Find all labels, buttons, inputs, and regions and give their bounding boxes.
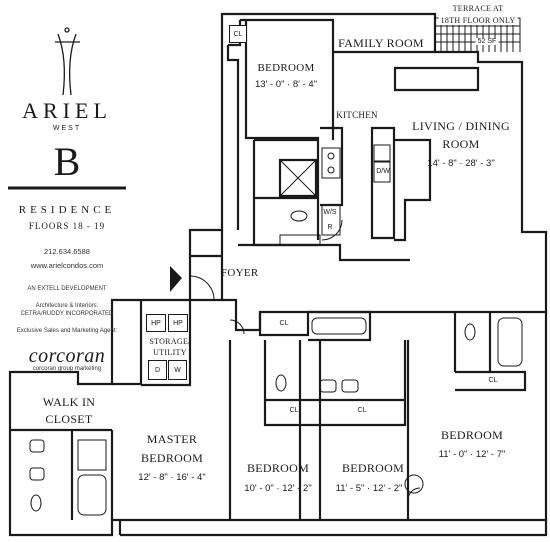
architects-name: CETRA/RUDDY INCORPORATED xyxy=(20,311,114,317)
family-room-name: FAMILY ROOM xyxy=(338,36,424,50)
developer-label: AN EXTELL DEVELOPMENT xyxy=(27,286,107,292)
bedroom-top-dims: 13' - 0" · 8' - 4" xyxy=(254,79,318,90)
storage-label: STORAGE/ xyxy=(149,337,191,346)
phone-number: 212.634.6588 xyxy=(44,247,90,256)
terrace-area: 52 SF xyxy=(475,38,499,45)
foyer-name: FOYER xyxy=(221,267,259,279)
bedroom-2-dims: 10' - 0" · 12' - 2" xyxy=(244,483,312,494)
walk-in-closet-name: WALK IN xyxy=(42,395,96,409)
utility-label: UTILITY xyxy=(153,348,187,357)
brand-name: ARIEL xyxy=(22,98,112,123)
floors-label: FLOORS 18 - 19 xyxy=(28,221,106,231)
master-bedroom-dims: 12' - 8" · 16' - 4" xyxy=(138,472,206,483)
sales-label: Exclusive Sales and Marketing Agent: xyxy=(16,328,118,334)
refrigerator-label: R xyxy=(327,224,333,231)
closet-label-bed4: CL xyxy=(488,377,498,384)
architects-label: Architecture & Interiors: xyxy=(35,303,99,309)
living-dining-name: LIVING / DINING xyxy=(412,119,510,133)
agent-subtitle: corcoran group marketing xyxy=(32,366,102,372)
bedroom-4-dims: 11' - 0" · 12' - 7" xyxy=(438,449,506,460)
unit-letter: B xyxy=(53,139,81,184)
bedroom-3-dims: 11' - 5" · 12' - 2" xyxy=(335,483,403,494)
washer-sink-label: W/S xyxy=(323,209,337,216)
closet-label-bed2: CL xyxy=(289,407,299,414)
living-dining-name-2: ROOM xyxy=(442,137,480,151)
terrace-floor-label: 18TH FLOOR ONLY xyxy=(438,16,518,25)
agent-logo: corcoran xyxy=(28,345,106,367)
closet-label-top: CL xyxy=(229,25,247,43)
master-bedroom-name: MASTER xyxy=(146,432,198,446)
dryer-label: D xyxy=(148,360,167,380)
walk-in-closet-name-2: CLOSET xyxy=(45,412,93,426)
washer-label: W xyxy=(168,360,187,380)
bedroom-top-name: BEDROOM xyxy=(257,62,315,74)
heat-pump-label-2: HP xyxy=(168,314,188,332)
website-link[interactable]: www.arielcondos.com xyxy=(30,261,104,270)
brand-subtitle: WEST xyxy=(52,125,82,132)
living-dining-dims: 14' - 8" · 28' - 3" xyxy=(427,158,495,169)
bedroom-3-name: BEDROOM xyxy=(341,461,405,475)
heat-pump-label-1: HP xyxy=(146,314,166,332)
kitchen-name: KITCHEN xyxy=(336,110,378,120)
bedroom-2-name: BEDROOM xyxy=(246,461,310,475)
terrace-label: TERRACE AT xyxy=(452,4,504,13)
closet-label-mid: CL xyxy=(279,320,289,327)
closet-label-bed3: CL xyxy=(357,407,367,414)
residence-label: RESIDENCE xyxy=(18,204,116,216)
bedroom-4-name: BEDROOM xyxy=(440,428,504,442)
master-bedroom-name-2: BEDROOM xyxy=(140,451,204,465)
dishwasher-label: D/W xyxy=(376,168,390,175)
